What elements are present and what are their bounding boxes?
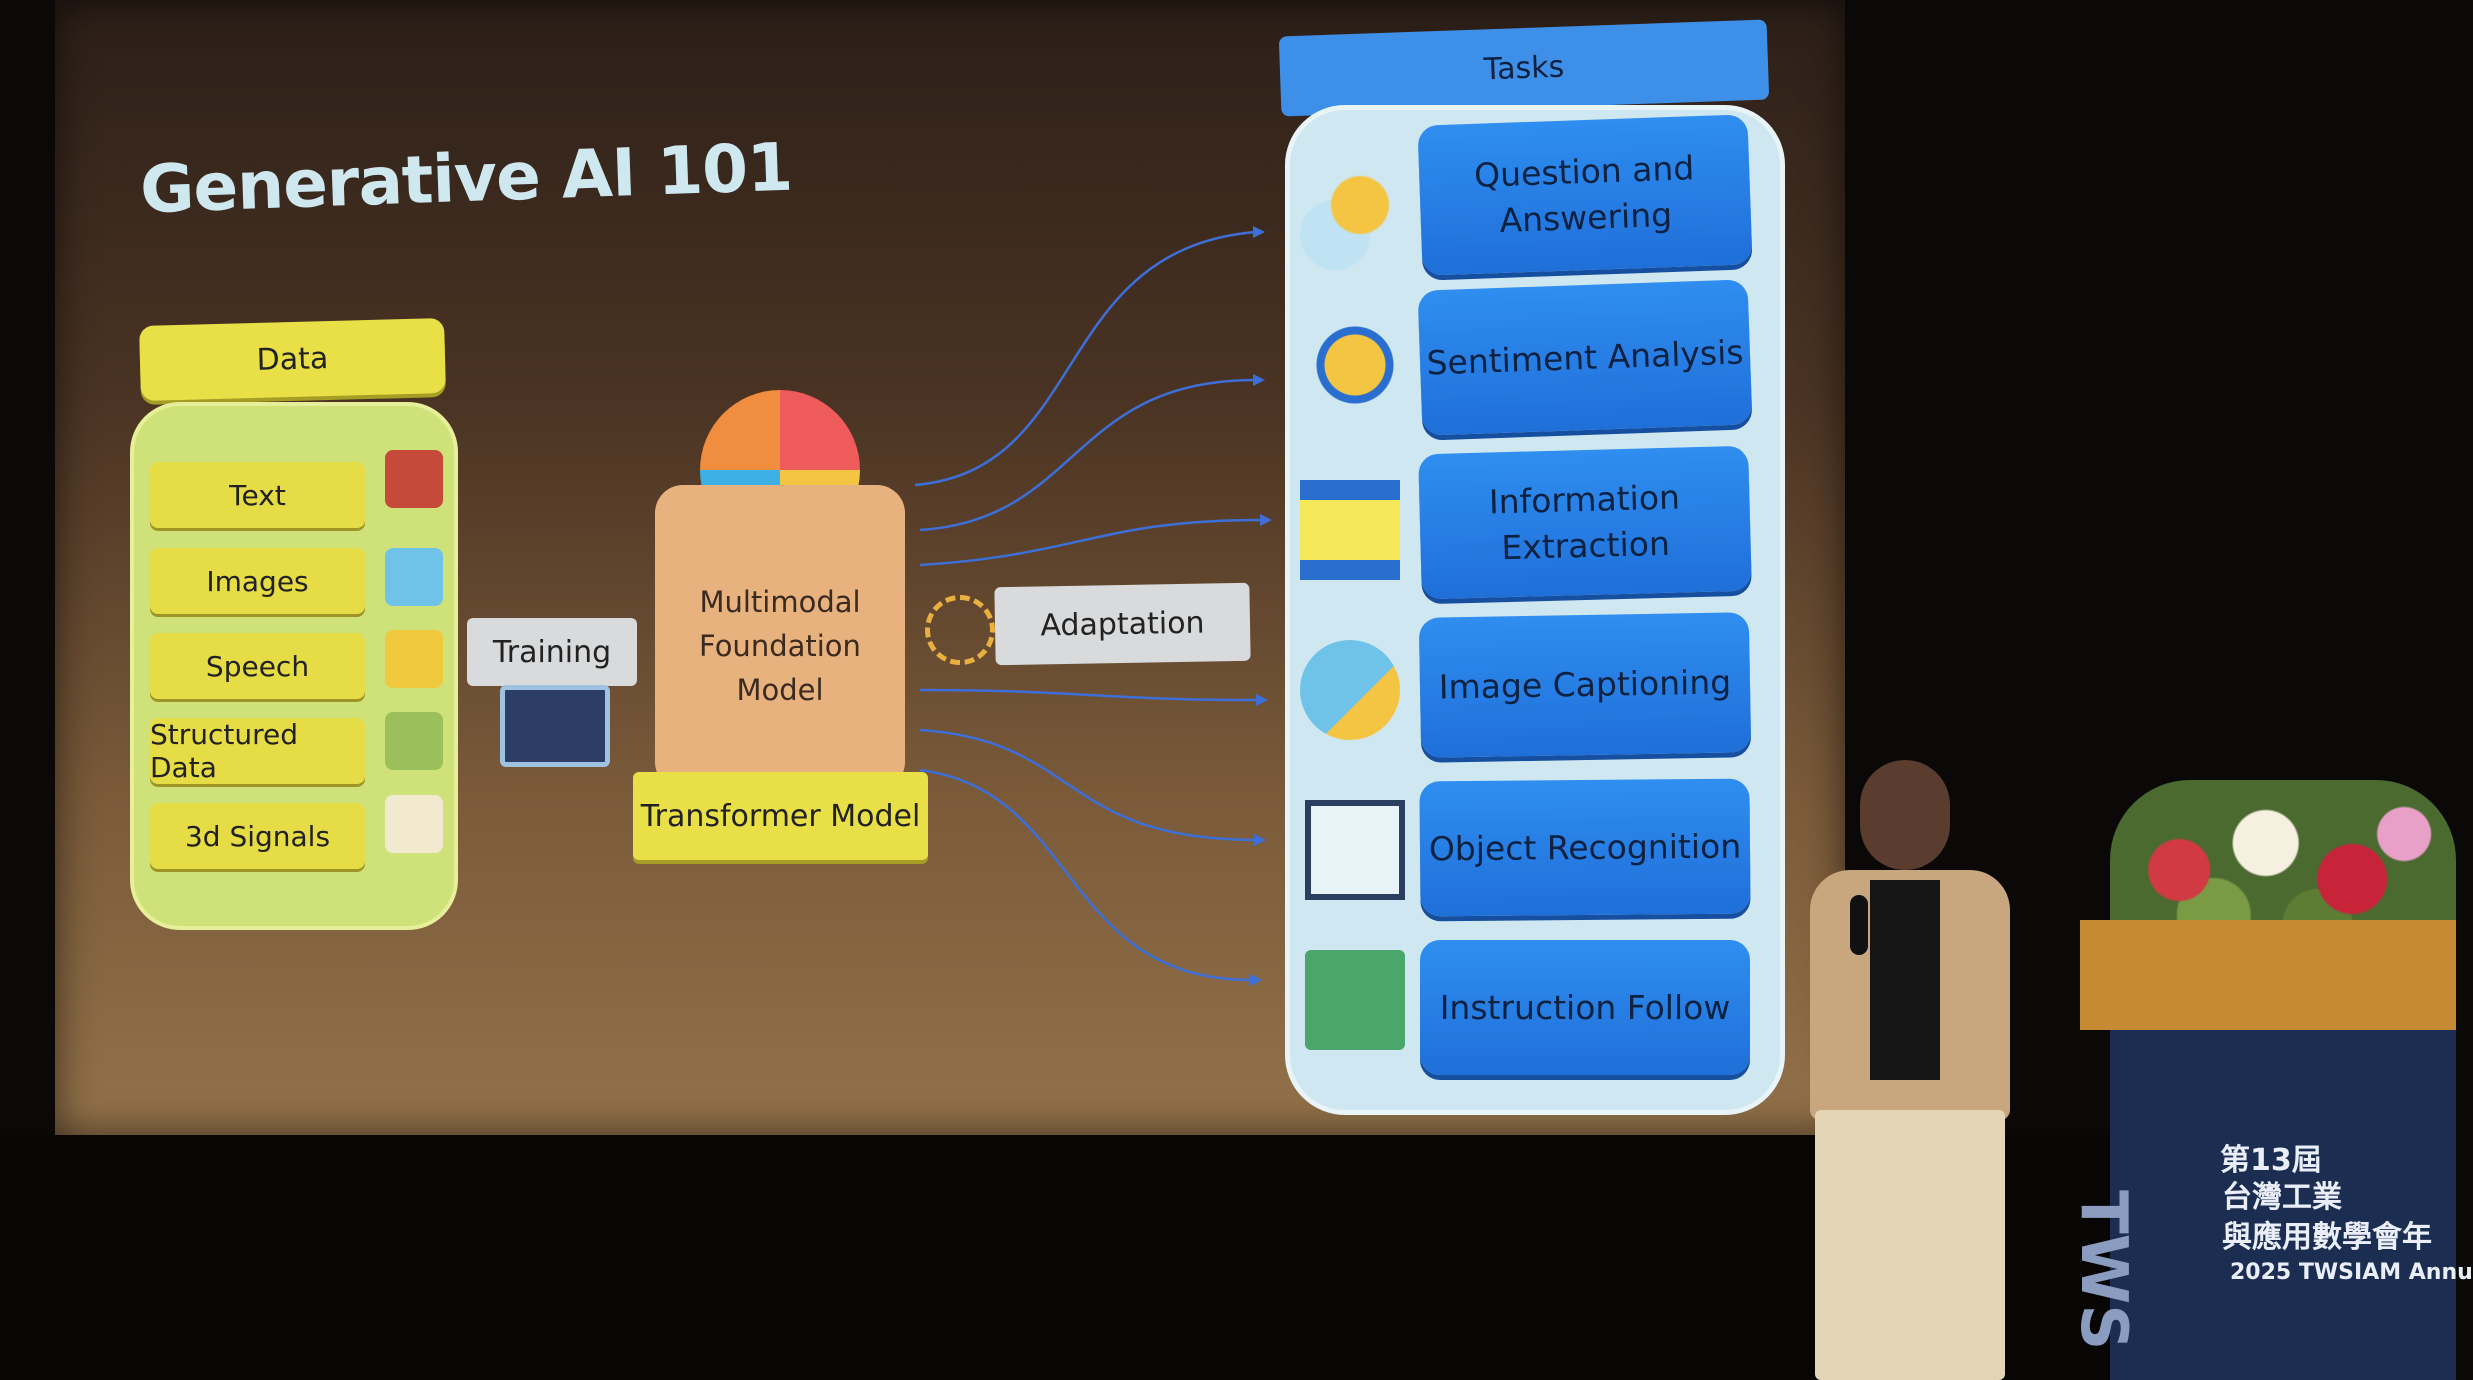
cube-icon [385,795,443,853]
data-item-speech: Speech [150,633,365,699]
training-label: Training [467,618,637,686]
task-instruction-follow: Instruction Follow [1420,940,1750,1075]
arrowhead-6 [1250,974,1262,986]
image-icon [385,548,443,606]
speaker [1800,760,2060,1380]
podium-side-text: TWS [2066,1190,2140,1351]
arrowhead-2 [1253,374,1265,386]
stage-floor [0,1135,2456,1380]
extraction-folder-icon [1300,480,1400,580]
speaker-trousers [1815,1110,2005,1380]
podium-top [2080,920,2456,1030]
data-item-text: Text [150,462,365,528]
hierarchy-icon [385,712,443,770]
arrowhead-4 [1256,694,1268,706]
data-item-3d: 3d Signals [150,803,365,869]
speech-bubble-icon [385,630,443,688]
data-item-images: Images [150,548,365,614]
arrow-instruction [919,768,1253,982]
fm-line-1: Multimodal [699,585,861,619]
podium-line-4: 2025 TWSIAM Annu [2230,1260,2473,1285]
arrow-captioning [919,688,1259,702]
foundation-model-label: Multimodal Foundation Model [655,580,905,712]
arrow-extraction [919,518,1263,567]
cube-frame-icon [1305,800,1405,900]
gear-touch-icon [1305,950,1405,1050]
speaker-shirt [1870,880,1940,1080]
arrow-object [919,728,1257,842]
podium-line-2: 台灣工業 [2222,1180,2342,1215]
arrow-qa [914,230,1256,487]
arrowhead-3 [1260,514,1272,526]
gear-cycle-icon [925,595,995,665]
book-icon [385,450,443,508]
podium [2110,1030,2456,1380]
data-item-structured: Structured Data [150,718,365,784]
arrow-sentiment [919,378,1256,532]
speaker-head [1860,760,1950,870]
laptop-graduation-icon [500,685,610,767]
arrowhead-5 [1254,834,1266,846]
fm-line-3: Model [736,673,824,707]
smiley-magnifier-icon [1300,320,1400,420]
podium-line-1: 第13屆 [2220,1143,2322,1178]
question-bubble-icon [1300,170,1400,270]
foundation-model-box [655,485,905,790]
projector-screen: Generative AI 101 Data Text Images Speec… [55,0,1845,1135]
image-chart-icon [1300,640,1400,740]
podium-line-3: 與應用數學會年 [2222,1220,2432,1255]
transformer-model-label: Transformer Model [633,772,928,860]
arrowhead-1 [1253,226,1265,238]
microphone-icon [1850,895,1868,955]
fm-line-2: Foundation [699,629,861,663]
